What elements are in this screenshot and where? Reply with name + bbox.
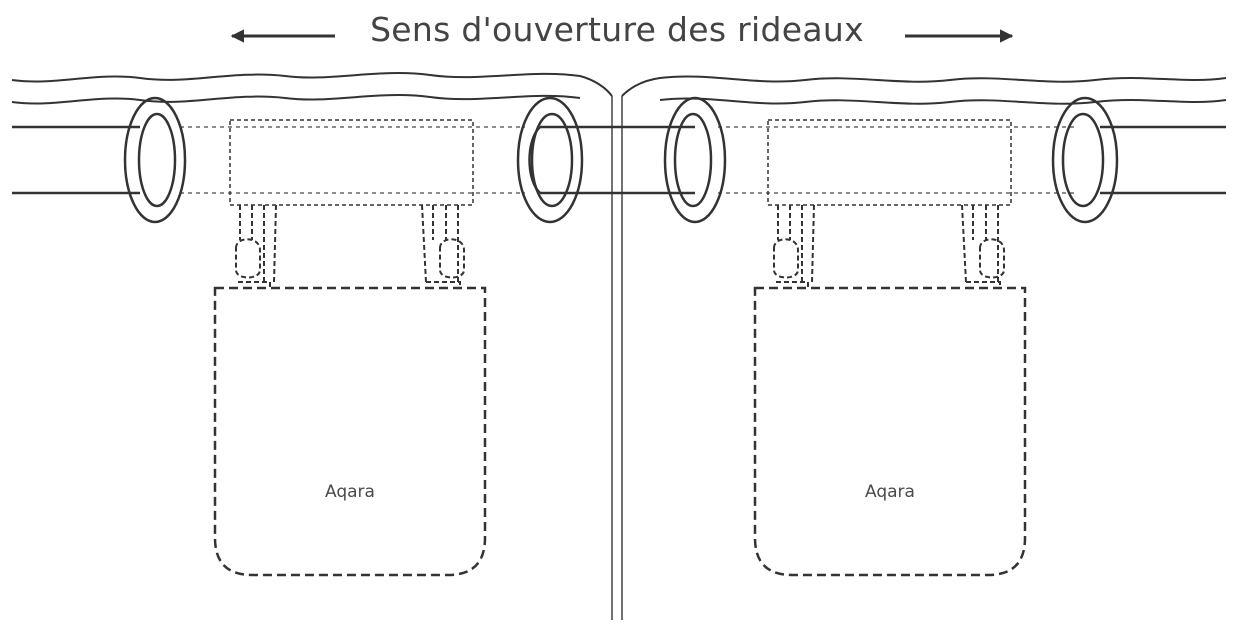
hook-left [773,204,815,288]
curtain-rod-hidden [180,126,1078,194]
hook-right [961,204,1005,288]
curtain-motor-left [213,119,487,577]
diagram-title: Sens d'ouverture des rideaux [370,10,864,49]
curtain-rod-right [1100,125,1226,195]
hook-left [235,204,277,288]
curtain-center-split [611,96,623,620]
curtain-rod-left [12,125,140,195]
curtain-left-top-edge [11,72,613,105]
grommet-ring [516,96,584,224]
hook-right [421,204,465,288]
curtain-motor-right [753,119,1027,577]
grommet-ring [123,96,187,224]
brand-logo: Aqara [325,482,375,502]
motor-body [753,286,1027,577]
curtain-right-top-edge [621,75,1227,105]
grommet-ring [663,96,727,224]
brand-logo: Aqara [865,482,915,502]
motor-body [213,286,487,577]
grommet-ring [1051,96,1119,224]
